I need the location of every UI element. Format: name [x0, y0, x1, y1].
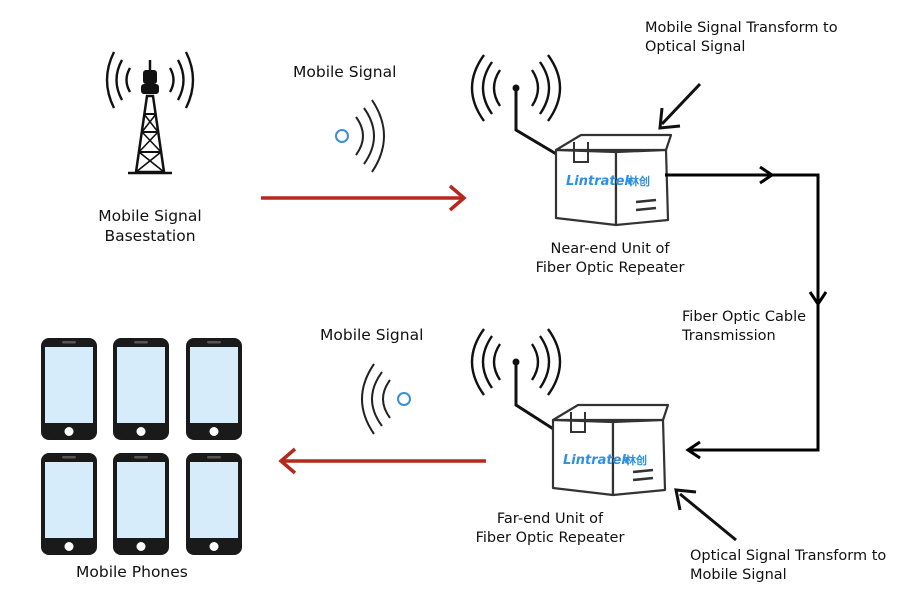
near-end-label: Near-end Unit of Fiber Optic Repeater — [520, 240, 700, 278]
far-end-repeater-box: Lintratek 林创 — [551, 403, 670, 497]
far-end-label-line: Far-end Unit of — [496, 511, 604, 527]
far-end-label-line: Fiber Optic Repeater — [475, 530, 625, 546]
phones-label: Mobile Phones — [76, 563, 188, 581]
signal-waves-icon — [361, 363, 411, 435]
fiber-optic-cable — [665, 165, 828, 460]
basestation-label: Mobile Signal Basestation — [80, 206, 220, 246]
smartphone-icon — [186, 453, 242, 555]
cell-tower-icon — [105, 51, 195, 175]
near-end-label-line: Near-end Unit of — [550, 241, 670, 257]
callout-bottom-line: Mobile Signal — [690, 567, 787, 583]
smartphone-icon — [186, 338, 242, 440]
bottom-signal-label: Mobile Signal — [320, 326, 424, 344]
antenna-icon — [470, 54, 562, 157]
callout-top-line: Mobile Signal Transform to — [645, 20, 838, 36]
outgoing-signal-arrow — [278, 447, 486, 475]
basestation-label-line: Basestation — [104, 227, 196, 245]
cable-label-line: Fiber Optic Cable — [682, 309, 807, 325]
incoming-signal-arrow — [261, 184, 467, 212]
callout-bottom-label: Optical Signal Transform to Mobile Signa… — [690, 547, 886, 585]
phone-grid — [41, 338, 242, 555]
near-end-label-line: Fiber Optic Repeater — [535, 260, 685, 276]
basestation-label-line: Mobile Signal — [98, 207, 202, 225]
cable-label-line: Transmission — [682, 328, 776, 344]
top-signal-label: Mobile Signal — [293, 63, 397, 81]
brand-chinese-far: 林创 — [625, 453, 647, 467]
brand-latin-far: Lintratek — [563, 453, 631, 468]
smartphone-icon — [113, 338, 169, 440]
callout-arrow-bottom — [674, 488, 737, 542]
near-end-repeater-box: Lintratek 林创 — [554, 133, 673, 227]
cable-label: Fiber Optic Cable Transmission — [682, 308, 806, 346]
callout-top-label: Mobile Signal Transform to Optical Signa… — [645, 19, 838, 57]
far-end-label: Far-end Unit of Fiber Optic Repeater — [460, 510, 640, 548]
antenna-icon — [470, 328, 562, 432]
callout-bottom-line: Optical Signal Transform to — [690, 548, 887, 564]
smartphone-icon — [41, 453, 97, 555]
brand-latin-near: Lintratek — [566, 174, 634, 189]
smartphone-icon — [113, 453, 169, 555]
callout-top-line: Optical Signal — [645, 39, 746, 55]
signal-waves-icon — [335, 99, 385, 173]
brand-chinese-near: 林创 — [628, 174, 650, 188]
smartphone-icon — [41, 338, 97, 440]
callout-arrow-top — [658, 82, 702, 130]
